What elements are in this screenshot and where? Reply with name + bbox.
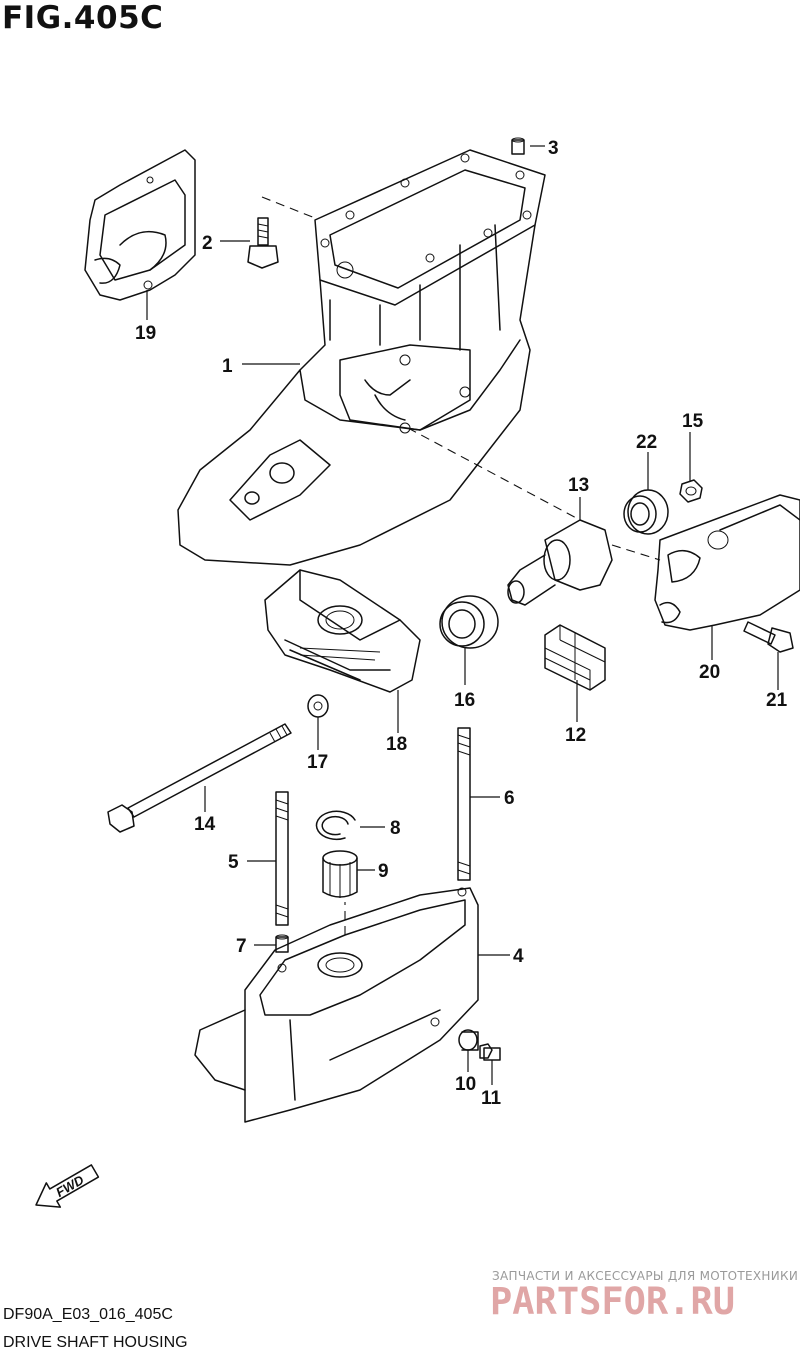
stud-bolt-6-part xyxy=(457,727,471,881)
washer-part xyxy=(307,694,329,718)
fwd-arrow: FWD xyxy=(35,1164,100,1208)
callout-8: 8 xyxy=(390,818,401,839)
dowel-pin-part xyxy=(511,137,525,155)
callout-10: 10 xyxy=(455,1074,476,1095)
collar-part xyxy=(458,1029,479,1051)
callout-2: 2 xyxy=(202,233,213,254)
callout-14: 14 xyxy=(194,814,216,835)
callout-17: 17 xyxy=(307,752,328,773)
callout-6: 6 xyxy=(504,788,515,809)
bracket-cover-part xyxy=(654,494,800,631)
callout-4: 4 xyxy=(513,946,524,967)
callout-labels: 1 2 3 4 5 6 7 8 9 10 11 12 13 14 15 16 1… xyxy=(135,138,788,1109)
seal-ring-part xyxy=(623,489,669,535)
pin-part xyxy=(275,934,289,953)
hex-nut-part xyxy=(679,479,703,503)
watermark-tagline: ЗАПЧАСТИ И АКСЕССУАРЫ ДЛЯ МОТОТЕХНИКИ xyxy=(492,1269,799,1283)
diagram-code: DF90A_E03_016_405C xyxy=(3,1306,173,1323)
callout-3: 3 xyxy=(548,138,559,159)
figure-title: FIG.405C xyxy=(2,0,164,36)
bushing-part xyxy=(322,850,358,898)
fwd-label: FWD xyxy=(53,1172,87,1200)
diagram-caption: DRIVE SHAFT HOUSING xyxy=(3,1334,188,1351)
rubber-mount-part xyxy=(507,519,613,606)
callout-1: 1 xyxy=(222,356,233,377)
damper-pad-part xyxy=(544,624,606,691)
callout-7: 7 xyxy=(236,936,247,957)
lower-housing-part xyxy=(194,887,479,1123)
grommet-part xyxy=(439,595,499,649)
housing-bolt-part xyxy=(247,217,279,269)
small-bolt-part xyxy=(479,1043,501,1061)
callout-22: 22 xyxy=(636,432,657,453)
callout-21: 21 xyxy=(766,690,788,711)
callout-18: 18 xyxy=(386,734,407,755)
leader-lines xyxy=(146,145,779,1085)
circlip-part xyxy=(315,810,356,841)
phantom-lines xyxy=(261,196,661,935)
callout-9: 9 xyxy=(378,861,389,882)
upper-mount-bracket-part xyxy=(264,569,421,693)
callout-19: 19 xyxy=(135,323,156,344)
callout-15: 15 xyxy=(682,411,704,432)
callout-11: 11 xyxy=(481,1088,502,1109)
callout-12: 12 xyxy=(565,725,586,746)
callout-20: 20 xyxy=(699,662,720,683)
callout-16: 16 xyxy=(454,690,475,711)
callout-13: 13 xyxy=(568,475,589,496)
stud-bolt-5-part xyxy=(275,791,289,926)
cover-bolt-part xyxy=(743,621,794,653)
watermark-logo: PARTSFOR.RU xyxy=(490,1280,736,1323)
drive-shaft-housing-part xyxy=(177,149,546,566)
mount-cover-part xyxy=(84,149,196,301)
callout-5: 5 xyxy=(228,852,239,873)
long-bolt-part xyxy=(107,723,292,833)
